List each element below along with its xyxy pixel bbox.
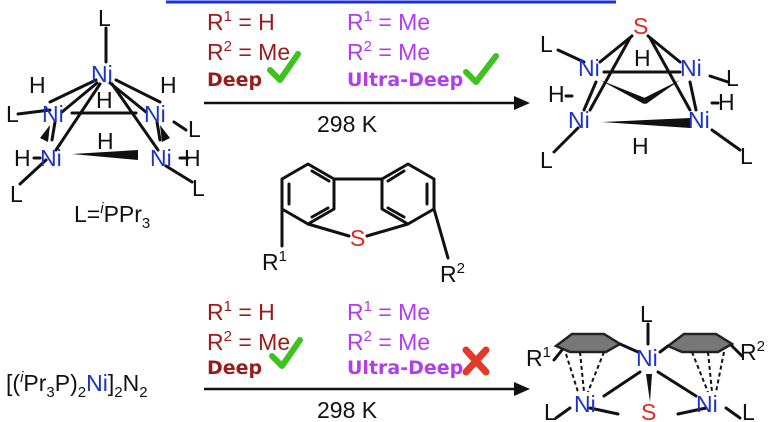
temperature-label: 298 K <box>317 111 378 137</box>
r1-condition: R1 = Me <box>347 8 430 35</box>
wedge-bond <box>600 80 650 104</box>
ligand-label: L <box>540 147 553 173</box>
ligand-label: L <box>10 181 23 207</box>
sulfur-label: S <box>641 399 656 422</box>
ligand-label: L <box>6 101 19 127</box>
arrowhead <box>514 382 530 396</box>
nickel-label: Ni <box>150 145 172 171</box>
r1-label: R1 <box>526 344 551 371</box>
hydride-label: H <box>632 133 649 159</box>
nickel-dinitrogen-complex: [(iPr3P)2Ni]2N2 <box>6 369 148 401</box>
nickel-label: Ni <box>568 107 590 133</box>
hydride-label: H <box>548 81 565 107</box>
nickel-label: Ni <box>636 345 658 371</box>
cross-icon <box>462 346 490 376</box>
r1-label: R1 <box>262 248 287 275</box>
ni4h4-cluster: L Ni H H H L Ni Ni L H Ni H Ni H L L L=i… <box>6 5 205 232</box>
wedge-bond <box>640 80 680 104</box>
cluster-bonds <box>16 26 194 186</box>
r2-label: R2 <box>440 260 465 287</box>
r2-condition: R2 = Me <box>347 38 430 65</box>
r2-condition: R2 = Me <box>207 328 290 355</box>
bottom-conditions: R1 = H R2 = Me Deep R1 = Me R2 = Me Ultr… <box>204 298 530 422</box>
ligand-label: L <box>742 399 755 422</box>
aryl-ring <box>553 332 623 354</box>
wedge-bond <box>602 118 690 128</box>
dibenzothiophene <box>280 162 450 260</box>
nickel-label: Ni <box>91 61 113 87</box>
wedge-bond <box>72 150 138 160</box>
r1-condition: R1 = H <box>207 8 275 35</box>
wedge-bond <box>160 125 170 142</box>
deep-label: Deep <box>207 357 262 379</box>
top-conditions: R1 = H R2 = Me Deep R1 = Me R2 = Me Ultr… <box>204 8 530 137</box>
ligand-label: L <box>98 5 111 31</box>
hydride-label: H <box>160 72 177 98</box>
hydride-label: H <box>96 87 113 113</box>
ligand-definition: L=iPPr3 <box>74 200 150 232</box>
nickel-label: Ni <box>144 101 166 127</box>
arrowhead <box>514 96 530 110</box>
ni3s-complex: L R1 Ni R2 Ni S Ni L L <box>526 301 765 422</box>
wedge-bond <box>646 374 652 402</box>
sulfur-label: S <box>633 13 648 39</box>
ni4s-cluster: S L Ni H Ni L H H Ni Ni H L L <box>540 13 753 173</box>
nickel-label: Ni <box>680 55 702 81</box>
wedge-bond <box>40 125 50 142</box>
nickel-label: Ni <box>578 55 600 81</box>
r2-condition: R2 = Me <box>207 38 290 65</box>
deep-label: Deep <box>207 69 262 91</box>
nickel-label: Ni <box>40 145 62 171</box>
check-icon <box>267 51 301 83</box>
sulfur-label: S <box>350 225 365 251</box>
nickel-label: Ni <box>688 107 710 133</box>
hydride-label: H <box>14 145 31 171</box>
ligand-label: L <box>188 116 201 142</box>
ultra-deep-label: Ultra-Deep <box>347 69 463 91</box>
check-icon <box>269 337 303 369</box>
check-icon <box>463 53 499 85</box>
nickel-label: Ni <box>574 391 596 417</box>
hydride-label: H <box>184 145 201 171</box>
temperature-label: 298 K <box>317 397 378 422</box>
ultra-deep-label: Ultra-Deep <box>347 357 463 379</box>
aryl-ring <box>665 332 735 354</box>
hydride-label: H <box>29 72 46 98</box>
ligand-label: L <box>640 301 653 327</box>
r2-label: R2 <box>740 338 765 365</box>
r2-condition: R2 = Me <box>347 328 430 355</box>
ligand-label: L <box>192 175 205 201</box>
hydride-label: H <box>97 128 114 154</box>
nickel-label: Ni <box>696 391 718 417</box>
hydride-label: H <box>634 45 651 71</box>
hydride-label: H <box>718 89 735 115</box>
r1-condition: R1 = Me <box>347 298 430 325</box>
ligand-label: L <box>726 65 739 91</box>
nickel-label: Ni <box>42 101 64 127</box>
r1-condition: R1 = H <box>207 298 275 325</box>
ligand-label: L <box>740 143 753 169</box>
ligand-label: L <box>540 31 553 57</box>
ligand-label: L <box>544 399 557 422</box>
